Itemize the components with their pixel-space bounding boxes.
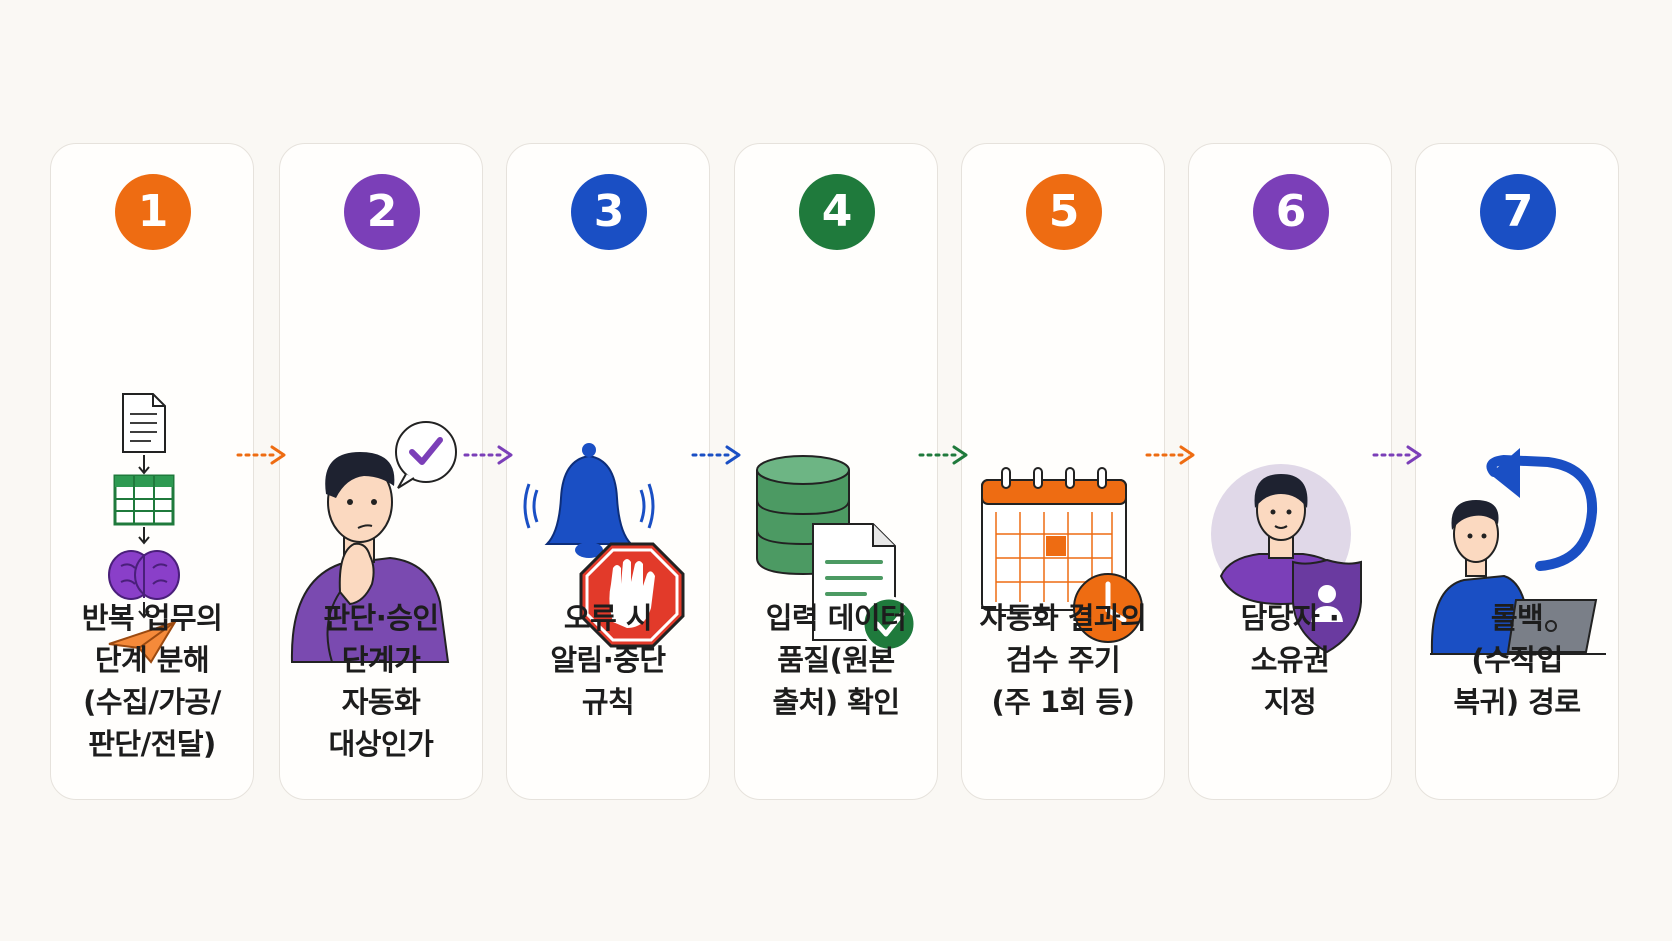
step-number-badge: 1 bbox=[115, 174, 191, 250]
step-number-badge: 7 bbox=[1480, 174, 1556, 250]
step-number-badge: 3 bbox=[571, 174, 647, 250]
step-number-badge: 6 bbox=[1253, 174, 1329, 250]
step-label: 롤백 (수작업 복귀) 경로 bbox=[1453, 601, 1581, 719]
database-document-check-icon bbox=[756, 455, 917, 652]
dotted-arrow-icon bbox=[918, 445, 968, 465]
dotted-arrow-icon bbox=[463, 445, 513, 465]
bell-stop-sign-icon bbox=[523, 443, 685, 648]
step-label: 담당자 · 소유권 지정 bbox=[1240, 601, 1340, 719]
step-card-4: 4 입력 데이터 품질(원본 출처) 확인 bbox=[734, 143, 938, 800]
person-shield-icon bbox=[1211, 464, 1362, 654]
step-number-badge: 2 bbox=[344, 174, 420, 250]
dotted-arrow-icon bbox=[691, 445, 741, 465]
dotted-arrow-icon bbox=[1372, 445, 1422, 465]
step-label: 자동화 결과의 검수 주기 (주 1회 등) bbox=[979, 601, 1147, 719]
step-number-badge: 5 bbox=[1026, 174, 1102, 250]
step-card-2: 2 판단·승인 단계가 자동화 대상인가 bbox=[279, 143, 483, 800]
dotted-arrow-icon bbox=[236, 445, 286, 465]
step-label: 오류 시 알림·중단 규칙 bbox=[550, 601, 666, 719]
step-card-3: 3 오류 시 알림·중단 규칙 bbox=[506, 143, 710, 800]
step-label: 반복 업무의 단계 분해 (수집/가공/ 판단/전달) bbox=[81, 601, 223, 761]
step-card-6: 6 담당자 · 소유권 지정 bbox=[1188, 143, 1392, 800]
dotted-arrow-icon bbox=[1145, 445, 1195, 465]
step-number-badge: 4 bbox=[799, 174, 875, 250]
thinking-person-check-icon bbox=[290, 421, 457, 663]
step-card-7: 7 롤백 (수작업 복귀) 경로 bbox=[1415, 143, 1619, 800]
step-card-1: 1 bbox=[50, 143, 254, 800]
calendar-clock-icon bbox=[981, 467, 1143, 643]
document-sheet-brain-send-flow-icon bbox=[108, 393, 180, 664]
step-label: 입력 데이터 품질(원본 출처) 확인 bbox=[765, 601, 907, 719]
step-card-5: 5 자동화 결과의 검수 주기 (주 1회 등) bbox=[961, 143, 1165, 800]
step-label: 판단·승인 단계가 자동화 대상인가 bbox=[323, 601, 439, 761]
person-laptop-undo-icon bbox=[1430, 448, 1606, 655]
